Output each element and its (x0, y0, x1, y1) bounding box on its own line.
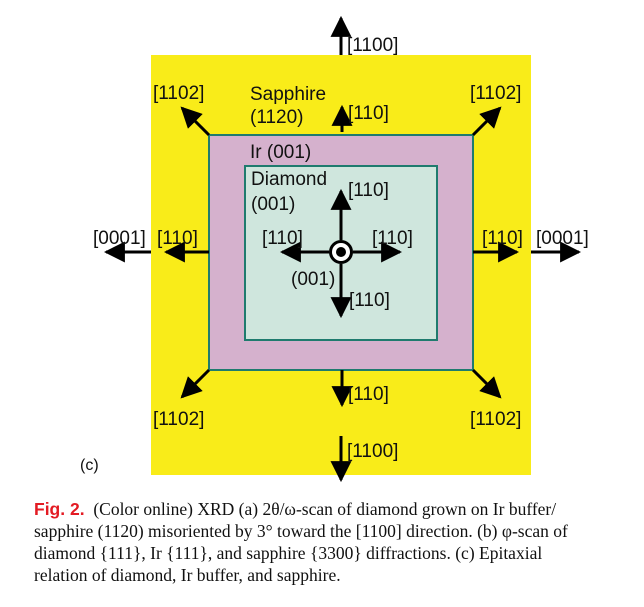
label-corner-bl: [1102] (153, 409, 204, 430)
sapphire-plane-label: (1120) (250, 107, 304, 128)
label-left-outer: [0001] (93, 228, 146, 249)
normal-dot (336, 247, 346, 257)
caption-line-1-text: (Color online) XRD (a) 2θ/ω-scan of diam… (93, 499, 557, 519)
label-right-outer: [0001] (536, 228, 589, 249)
label-corner-br: [1102] (470, 409, 521, 430)
arrow-corner-tr (471, 106, 502, 137)
label-diamond-left: [110] (262, 228, 303, 249)
label-right-inner: [110] (482, 228, 523, 249)
panel-label: (c) (80, 457, 99, 474)
caption-line-1: Fig. 2. (Color online) XRD (a) 2θ/ω-scan… (34, 498, 634, 520)
caption-figure-label: Fig. 2. (34, 499, 85, 519)
diamond-label: Diamond (251, 169, 327, 190)
caption-line-2: sapphire (1120) misoriented by 3° toward… (34, 521, 568, 541)
arrow-corner-br (471, 368, 502, 399)
ir-label: Ir (001) (250, 142, 311, 163)
label-diamond-up: [110] (348, 180, 389, 201)
arrow-corner-tl (180, 106, 211, 137)
label-left-inner: [110] (157, 228, 198, 249)
label-normal: (001) (291, 269, 335, 290)
label-bottom: [1100] (347, 441, 398, 462)
label-ir-bottom: [110] (348, 384, 389, 405)
arrow-corner-bl (180, 368, 211, 399)
label-corner-tr: [1102] (470, 83, 521, 104)
diamond-plane-label: (001) (251, 194, 295, 215)
label-diamond-right: [110] (372, 228, 413, 249)
sapphire-label: Sapphire (250, 84, 326, 105)
caption-line-3: diamond {111}, Ir {111}, and sapphire {3… (34, 543, 543, 563)
label-sapphire-inner: [110] (348, 103, 389, 124)
caption-line-4: relation of diamond, Ir buffer, and sapp… (34, 565, 341, 585)
label-top: [1100] (347, 35, 398, 56)
figure-caption: Fig. 2. (Color online) XRD (a) 2θ/ω-scan… (34, 498, 634, 586)
epitaxial-relation-diagram: Sapphire (1120) Ir (001) Diamond (001) [… (80, 15, 589, 483)
label-corner-tl: [1102] (153, 83, 204, 104)
label-diamond-down: [110] (349, 290, 390, 311)
